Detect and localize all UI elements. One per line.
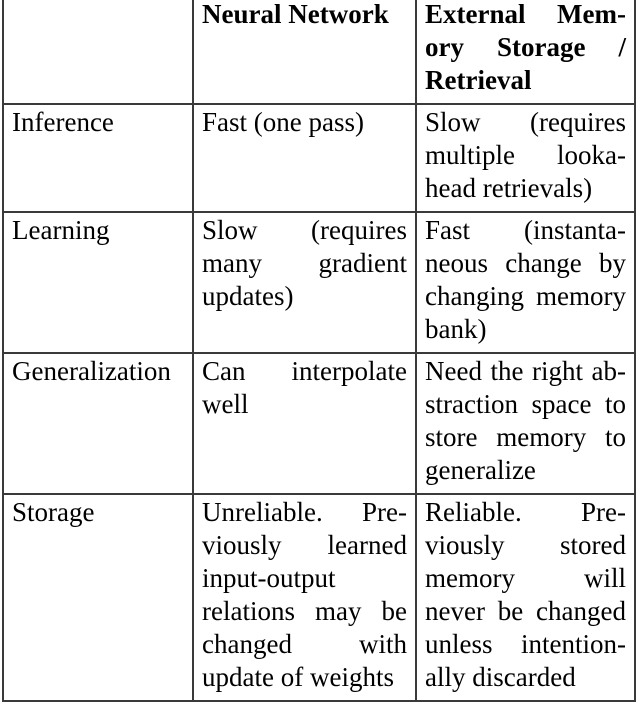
row-label-learning: Learning	[2, 211, 194, 354]
table-row: Learning Slow (requires many gradient up…	[2, 211, 636, 354]
table-body: Inference Fast (one pass) Slow (requires…	[2, 103, 636, 702]
cell-inference-neural-network: Fast (one pass)	[192, 103, 417, 213]
cell-inference-external-memory: Slow (requires multiple looka­head retri…	[415, 103, 636, 213]
column-header-neural-network: Neural Network	[192, 0, 417, 105]
row-label-inference: Inference	[2, 103, 194, 213]
table-row: Storage Unreliable. Pre­viously learned …	[2, 493, 636, 702]
row-label-storage: Storage	[2, 493, 194, 702]
table-row: Inference Fast (one pass) Slow (requires…	[2, 103, 636, 213]
cell-storage-external-memory: Reliable. Pre­viously stored memory will…	[415, 493, 636, 702]
table-header: Neural Network External Mem­­ory Storage…	[2, 0, 636, 105]
column-header-blank	[2, 0, 194, 105]
table-row: Generalization Can interpolate well Need…	[2, 352, 636, 495]
cell-generalization-neural-network: Can interpolate well	[192, 352, 417, 495]
cell-generalization-external-memory: Need the right ab­straction space to sto…	[415, 352, 636, 495]
row-label-generalization: Generalization	[2, 352, 194, 495]
cell-learning-external-memory: Fast (instanta­neous change by changing …	[415, 211, 636, 354]
cell-storage-neural-network: Unreliable. Pre­viously learned input-ou…	[192, 493, 417, 702]
table-header-row: Neural Network External Mem­­ory Storage…	[2, 0, 636, 105]
column-header-external-memory: External Mem­­ory Storage / Retrieval	[415, 0, 636, 105]
cell-learning-neural-network: Slow (requires many gradient updates)	[192, 211, 417, 354]
